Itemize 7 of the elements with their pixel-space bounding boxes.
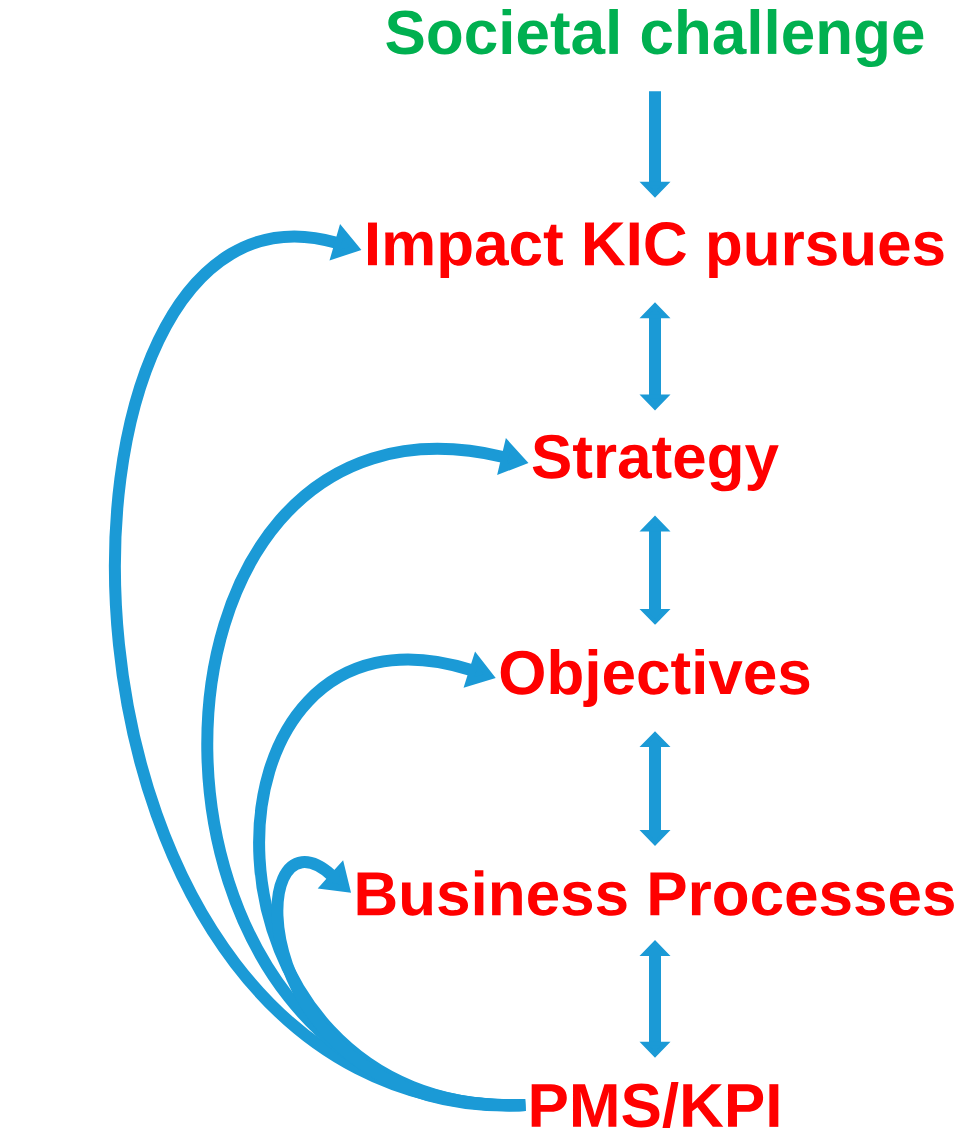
label-text: PMS/KPI [531, 1081, 779, 1129]
curved-arrow [271, 857, 526, 1111]
label-text: Strategy [532, 434, 779, 492]
label-text: Impact KIC pursues [368, 221, 944, 279]
label-text: Objectives [500, 649, 810, 707]
heading-text: Societal challenge [386, 9, 924, 68]
label-text: Business Processes [357, 870, 954, 916]
